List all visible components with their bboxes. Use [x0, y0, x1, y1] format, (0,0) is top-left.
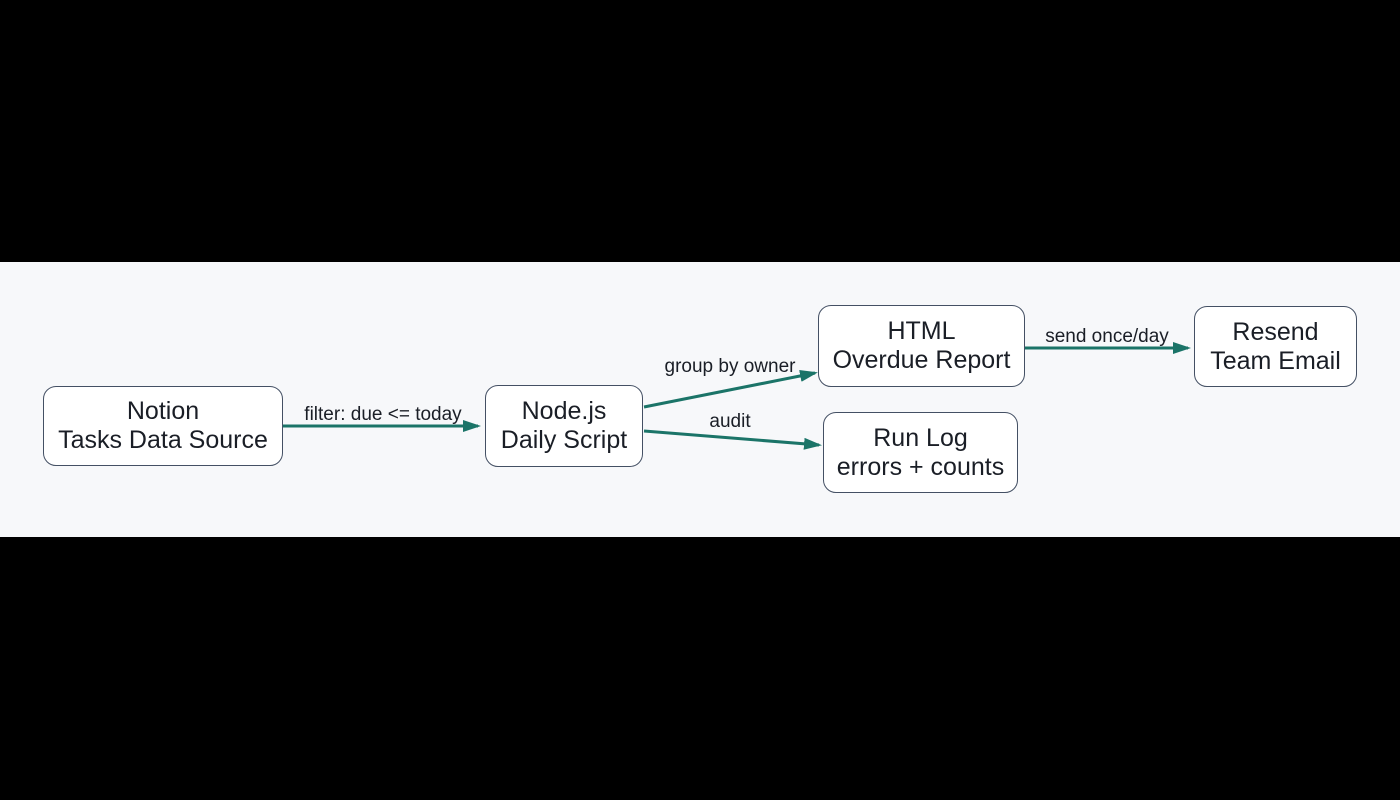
node-html-overdue-report: HTML Overdue Report — [818, 305, 1025, 387]
node-label-line1: Node.js — [521, 397, 607, 425]
node-resend-team-email: Resend Team Email — [1194, 306, 1357, 387]
node-label-line2: Daily Script — [500, 426, 628, 454]
node-label-line1: Notion — [126, 397, 200, 425]
node-label-line2: Tasks Data Source — [58, 426, 268, 454]
node-nodejs-daily-script: Node.js Daily Script — [485, 385, 643, 467]
node-notion-tasks-data-source: Notion Tasks Data Source — [43, 386, 283, 466]
node-label-line2: Overdue Report — [832, 346, 1011, 374]
node-label-line1: Run Log — [873, 423, 968, 452]
node-label-line1: Resend — [1232, 317, 1319, 346]
node-label-line2: Team Email — [1210, 346, 1341, 375]
node-run-log: Run Log errors + counts — [823, 412, 1018, 493]
node-label-line1: HTML — [887, 317, 956, 345]
node-label-line2: errors + counts — [836, 452, 1005, 481]
